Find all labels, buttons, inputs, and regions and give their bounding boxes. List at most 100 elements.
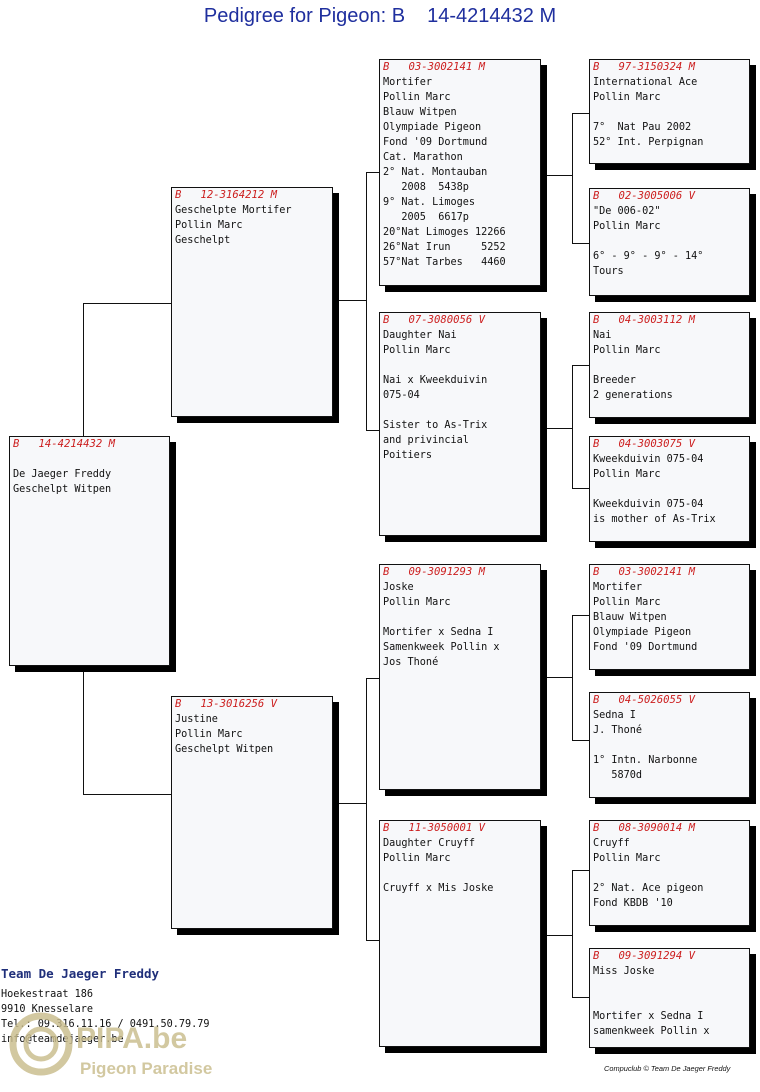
pigeon-info-line — [593, 482, 746, 497]
connector — [366, 678, 367, 940]
owner-email: info@teamdejaeger.be — [1, 1034, 124, 1045]
pigeon-info-line — [383, 610, 537, 625]
connector — [572, 365, 573, 488]
pipa-logo-watermark: PIPA.be Pigeon Paradise — [9, 1012, 212, 1078]
ring-number: B 97-3150324 M — [593, 61, 696, 73]
pigeon-info-line — [593, 234, 746, 249]
pigeon-info-line: Mortifer — [593, 582, 643, 593]
pigeon-info-line — [383, 866, 537, 881]
pigeon-info-line: 2 generations — [593, 390, 673, 401]
connector — [572, 488, 589, 489]
pigeon-info-line: 5870d — [593, 770, 643, 781]
ring-number: B 12-3164212 M — [175, 189, 278, 201]
connector — [333, 803, 366, 804]
pigeon-info-line: Miss Joske — [593, 966, 655, 977]
pigeon-info-line: Pollin Marc — [383, 345, 451, 356]
pigeon-info-line: Justine — [175, 714, 218, 725]
pigeon-info-line: Pollin Marc — [383, 853, 451, 864]
pigeon-info-line: Daughter Cruyff — [383, 838, 476, 849]
connector — [541, 935, 572, 936]
pigeon-info-line: Geschelpte Mortifer — [175, 205, 292, 216]
ring-number: B 07-3080056 V — [383, 314, 486, 326]
pigeon-info-line: Olympiade Pigeon — [383, 122, 482, 133]
pigeon-info-line — [593, 994, 746, 1009]
pigeon-info-line: Pollin Marc — [383, 597, 451, 608]
ring-number: B 08-3090014 M — [593, 822, 696, 834]
svg-text:PIPA.be: PIPA.be — [76, 1022, 187, 1055]
pigeon-info-line: Mortifer — [383, 77, 433, 88]
svg-text:Pigeon Paradise: Pigeon Paradise — [80, 1059, 212, 1078]
connector — [541, 428, 572, 429]
pigeon-info-line: 2005 6617p — [383, 212, 469, 223]
pigeon-info-line: Cruyff — [593, 838, 630, 849]
pigeon-info-line: 2° Nat. Ace pigeon — [593, 883, 704, 894]
pigeon-info-line: 20°Nat Limoges 12266 — [383, 227, 506, 238]
connector — [572, 740, 589, 741]
pigeon-info-line: Mortifer x Sedna I — [383, 627, 494, 638]
connector — [366, 678, 379, 679]
pigeon-info-line: Pollin Marc — [383, 92, 451, 103]
pigeon-info-line: Pollin Marc — [593, 469, 661, 480]
pigeon-info-line: Sedna I — [593, 710, 636, 721]
connector — [572, 997, 589, 998]
pigeon-info-line — [13, 452, 166, 467]
pigeon-info-line: Blauw Witpen — [593, 612, 667, 623]
pigeon-info-line: Pollin Marc — [175, 729, 243, 740]
pigeon-info-line: 52° Int. Perpignan — [593, 137, 704, 148]
connector — [572, 365, 589, 366]
pigeon-info-line: is mother of As-Trix — [593, 514, 716, 525]
connector — [541, 175, 572, 176]
pigeon-info-line: International Ace — [593, 77, 698, 88]
connector — [572, 870, 573, 997]
pigeon-info-line: samenkweek Pollin x — [593, 1026, 710, 1037]
ring-number: B 03-3002141 M — [593, 566, 696, 578]
pigeon-info-line: Pollin Marc — [593, 221, 661, 232]
owner-name: Team De Jaeger Freddy — [1, 966, 160, 981]
ring-number: B 09-3091294 V — [593, 950, 696, 962]
pigeon-info-line: Pollin Marc — [175, 220, 243, 231]
ring-number: B 02-3005006 V — [593, 190, 696, 202]
pigeon-info-line: Pollin Marc — [593, 92, 661, 103]
connector — [366, 430, 379, 431]
owner-address: Hoekestraat 186 — [1, 989, 94, 1000]
ring-number: B 04-3003075 V — [593, 438, 696, 450]
pigeon-info-line: 2008 5438p — [383, 182, 469, 193]
connector — [572, 615, 589, 616]
pigeon-info-line: Cruyff x Mis Joske — [383, 883, 494, 894]
pigeon-info-line: Jos Thoné — [383, 657, 439, 668]
pigeon-info-line: 1° Intn. Narbonne — [593, 755, 698, 766]
pigeon-info-line: 9° Nat. Limoges — [383, 197, 476, 208]
pigeon-info-line: De Jaeger Freddy — [13, 469, 112, 480]
pigeon-info-line: Joske — [383, 582, 414, 593]
pigeon-info-line: Pollin Marc — [593, 853, 661, 864]
pigeon-info-line: Poitiers — [383, 450, 433, 461]
pigeon-info-line: Tours — [593, 266, 624, 277]
pigeon-info-line: 7° Nat Pau 2002 — [593, 122, 692, 133]
pigeon-info-line: 6° - 9° - 9° - 14° — [593, 251, 704, 262]
pigeon-info-line — [593, 738, 746, 753]
pigeon-info-line: 26°Nat Irun 5252 — [383, 242, 506, 253]
connector — [572, 113, 589, 114]
pigeon-info-line — [593, 105, 746, 120]
ring-number: B 04-3003112 M — [593, 314, 696, 326]
connector — [572, 615, 573, 740]
connector — [83, 794, 173, 795]
pigeon-info-line: Fond '09 Dortmund — [383, 137, 488, 148]
pigeon-info-line: and privincial — [383, 435, 469, 446]
footer-credit: Compuclub © Team De Jaeger Freddy — [604, 1064, 731, 1073]
